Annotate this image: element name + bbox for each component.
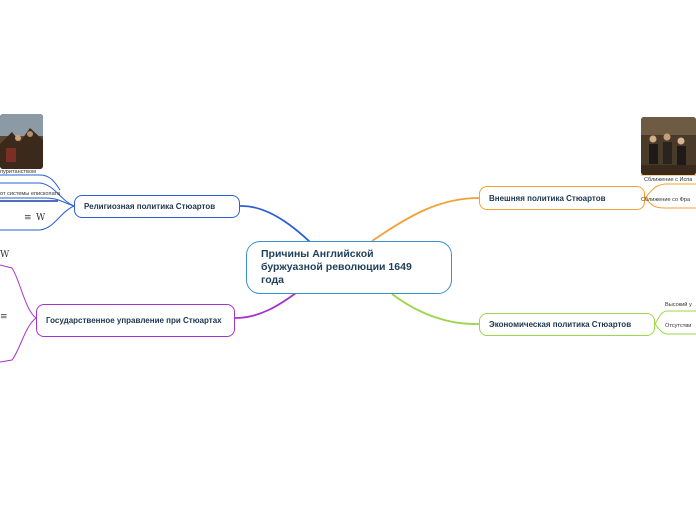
topic-economy-label: Экономическая политика Стюартов (489, 320, 631, 329)
wiki-icon[interactable]: W (0, 250, 9, 260)
foreign-leaf[interactable]: Сближение с Испа (644, 177, 692, 183)
topic-economy[interactable]: Экономическая политика Стюартов (479, 313, 655, 336)
topic-foreign[interactable]: Внешняя политика Стюартов (479, 186, 645, 210)
economy-leaf[interactable]: Отсутстви (665, 323, 691, 329)
central-topic-label: Причины Английской буржуазной революции … (261, 248, 437, 287)
religion-painting-image (0, 114, 43, 169)
topic-foreign-label: Внешняя политика Стюартов (489, 194, 606, 203)
topic-religion-label: Религиозная политика Стюартов (84, 202, 215, 211)
topic-religion[interactable]: Религиозная политика Стюартов (74, 195, 240, 218)
notes-icon[interactable]: ≡ (0, 312, 8, 322)
foreign-leaf[interactable]: Сближение со Фра (641, 197, 690, 203)
religion-leaf[interactable]: пуританством (0, 169, 36, 175)
economy-leaf[interactable]: Высокий у (665, 302, 692, 308)
topic-government[interactable]: Государственное управление при Стюартах (36, 304, 235, 337)
religion-leaf[interactable]: от системы епископата (0, 191, 60, 197)
foreign-painting-image (641, 117, 696, 175)
central-topic[interactable]: Причины Английской буржуазной революции … (246, 241, 452, 294)
notes-icon[interactable]: ≡ (24, 213, 32, 223)
topic-government-label: Государственное управление при Стюартах (46, 316, 222, 326)
wiki-icon[interactable]: W (36, 213, 45, 223)
